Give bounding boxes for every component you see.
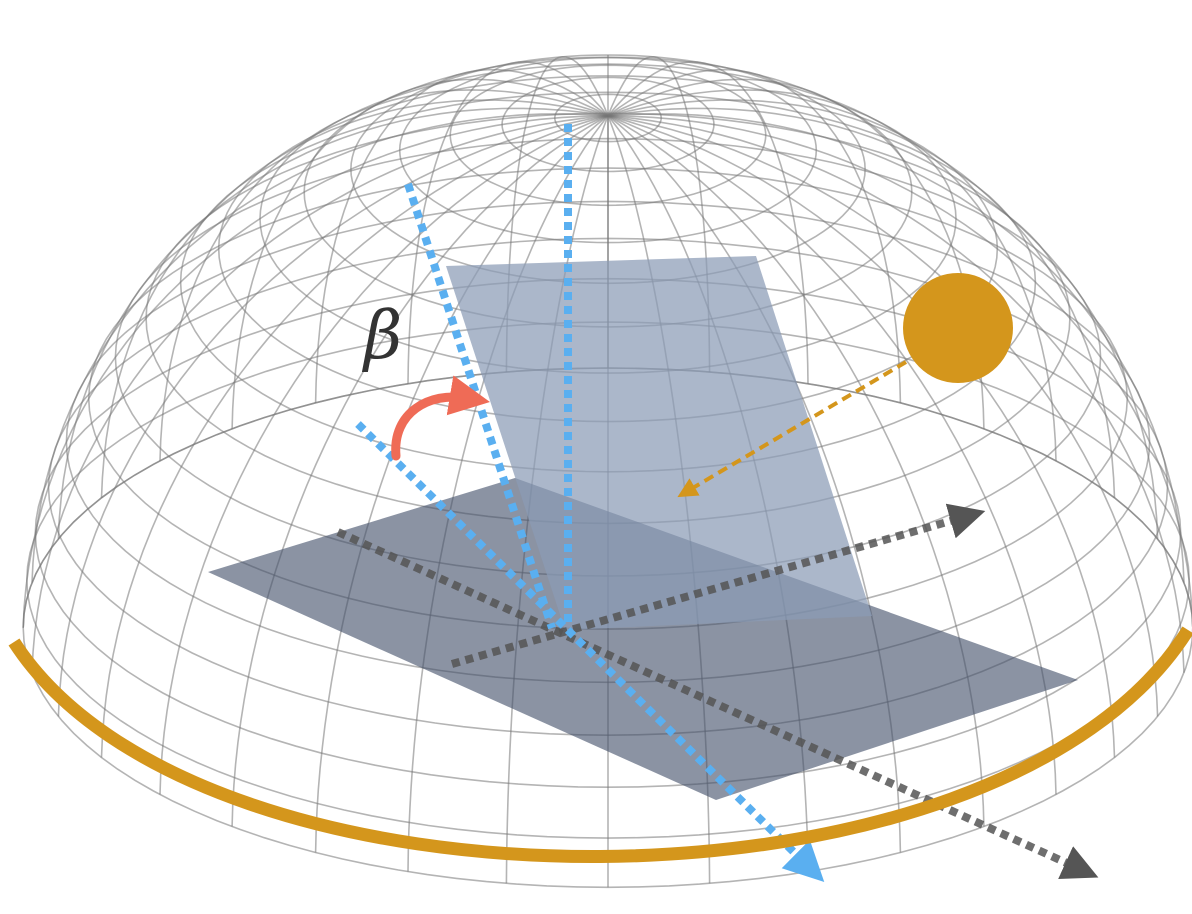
ground-plane xyxy=(208,478,1078,800)
ground-axis-diagonal xyxy=(336,528,1099,879)
dome-longitude-line xyxy=(57,107,609,539)
dome-longitude-line xyxy=(607,107,1159,539)
sun-ray xyxy=(677,360,908,498)
dome-longitude-line xyxy=(159,115,609,795)
tilted-panel xyxy=(446,256,872,630)
dome-longitude-line xyxy=(607,115,1057,795)
dome-longitude-line xyxy=(505,55,609,373)
dome-longitude-line xyxy=(607,60,809,384)
dome-longitude-line xyxy=(100,99,609,498)
dome-longitude-line xyxy=(22,115,609,628)
ground-axis-cross xyxy=(450,503,986,668)
dome-longitude-line xyxy=(314,68,609,403)
panel-normal-axis xyxy=(355,421,825,883)
tilt-angle-arrow xyxy=(391,375,490,461)
tilt-angle-label: β xyxy=(361,297,402,374)
sun xyxy=(903,273,1013,383)
dome-longitude-line xyxy=(231,78,609,429)
dome-longitude-line xyxy=(607,115,1192,628)
dome-longitude-line xyxy=(57,115,609,717)
dome-longitude-line xyxy=(31,113,609,583)
dome-longitude-line xyxy=(31,115,609,673)
dome-longitude-line xyxy=(100,115,609,758)
dome-longitude-line xyxy=(407,60,609,384)
horizon-arc xyxy=(8,626,1192,863)
dome-longitude-line xyxy=(407,115,609,872)
dome-longitude-line xyxy=(231,115,609,827)
dome-longitude-line xyxy=(607,99,1116,498)
dome-longitude-line xyxy=(159,89,609,461)
dome-longitude-line xyxy=(607,55,711,373)
dome-longitude-line xyxy=(607,115,1185,673)
dome-longitude-line xyxy=(607,113,1185,583)
panel-surface-axis xyxy=(404,182,556,630)
